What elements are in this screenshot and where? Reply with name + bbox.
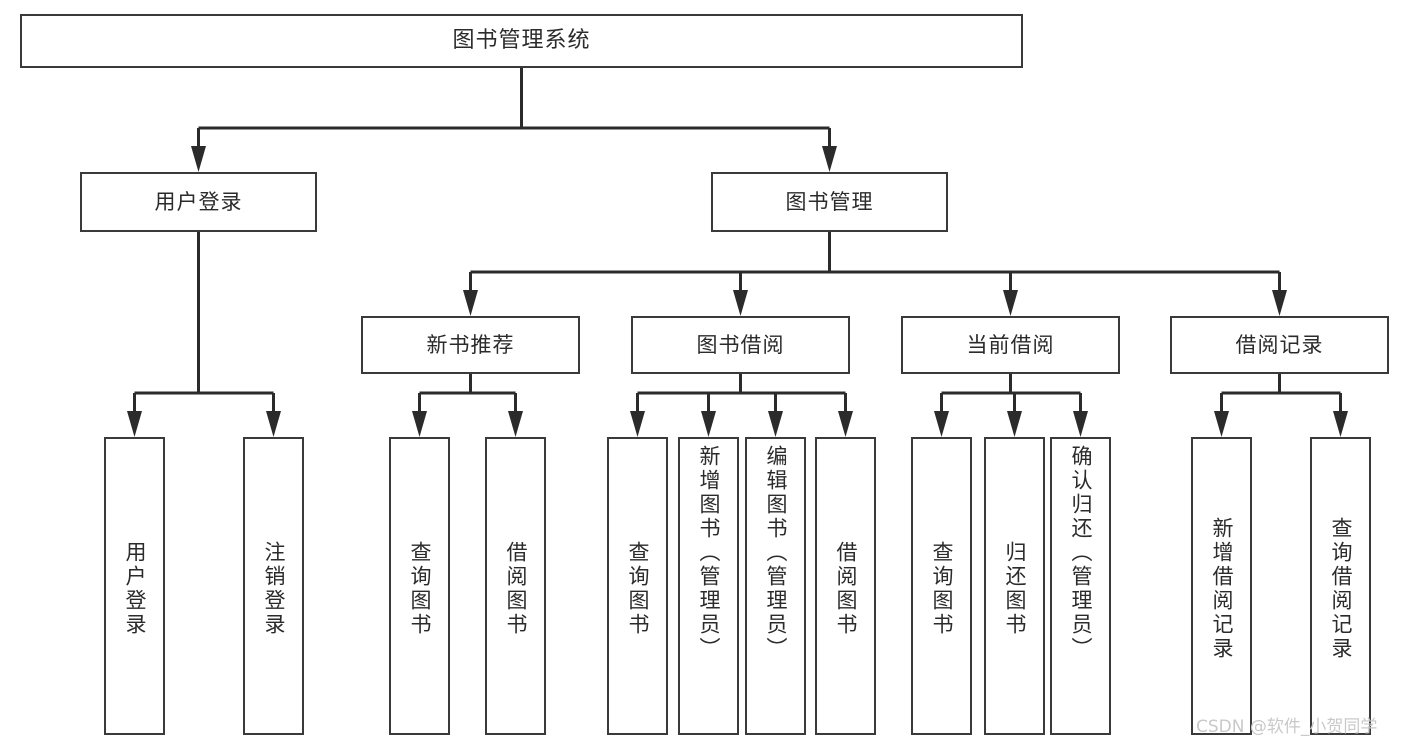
node-label: 新增图书（管理员）: [697, 445, 721, 661]
node-label: 查询图书: [930, 541, 954, 637]
leaf-query-borrow-record[interactable]: 查询借阅记录: [1310, 437, 1371, 735]
csdn-watermark: CSDN @软件_小贺同学: [1196, 717, 1378, 737]
node-book-management[interactable]: 图书管理: [711, 172, 948, 232]
node-root[interactable]: 图书管理系统: [20, 14, 1023, 68]
node-label: 借阅图书: [504, 541, 528, 637]
node-label: 确认归还（管理员）: [1069, 445, 1093, 661]
leaf-borrow-book-borrow[interactable]: 借阅图书: [815, 437, 876, 735]
node-label: 借阅图书: [834, 541, 858, 637]
node-user-login[interactable]: 用户登录: [80, 172, 317, 232]
leaf-user-login[interactable]: 用户登录: [104, 437, 165, 735]
leaf-confirm-return-admin[interactable]: 确认归还（管理员）: [1050, 437, 1111, 735]
node-label: 图书管理: [785, 189, 874, 214]
leaf-logout[interactable]: 注销登录: [243, 437, 304, 735]
node-label: 注销登录: [262, 541, 286, 637]
node-current-borrow[interactable]: 当前借阅: [901, 316, 1120, 374]
leaf-add-borrow-record[interactable]: 新增借阅记录: [1191, 437, 1252, 735]
node-label: 用户登录: [123, 541, 147, 637]
node-label: 编辑图书（管理员）: [764, 445, 788, 661]
leaf-query-book-recommend[interactable]: 查询图书: [389, 437, 450, 735]
node-label: 查询图书: [626, 541, 650, 637]
leaf-query-book-current[interactable]: 查询图书: [911, 437, 972, 735]
node-label: 查询图书: [408, 541, 432, 637]
leaf-return-book[interactable]: 归还图书: [984, 437, 1045, 735]
node-book-borrow[interactable]: 图书借阅: [631, 316, 850, 374]
node-label: 借阅记录: [1235, 332, 1324, 357]
node-label: 新书推荐: [426, 332, 515, 357]
node-label: 归还图书: [1003, 541, 1027, 637]
leaf-add-book-admin[interactable]: 新增图书（管理员）: [678, 437, 739, 735]
node-borrow-record[interactable]: 借阅记录: [1170, 316, 1389, 374]
node-label: 图书借阅: [696, 332, 785, 357]
leaf-query-book-borrow[interactable]: 查询图书: [607, 437, 668, 735]
leaf-edit-book-admin[interactable]: 编辑图书（管理员）: [745, 437, 806, 735]
node-label: 图书管理系统: [452, 28, 591, 54]
node-new-book-recommend[interactable]: 新书推荐: [361, 316, 580, 374]
node-label: 查询借阅记录: [1329, 517, 1353, 661]
node-label: 新增借阅记录: [1210, 517, 1234, 661]
node-label: 当前借阅: [966, 332, 1055, 357]
node-label: 用户登录: [154, 189, 243, 214]
leaf-borrow-book-recommend[interactable]: 借阅图书: [485, 437, 546, 735]
